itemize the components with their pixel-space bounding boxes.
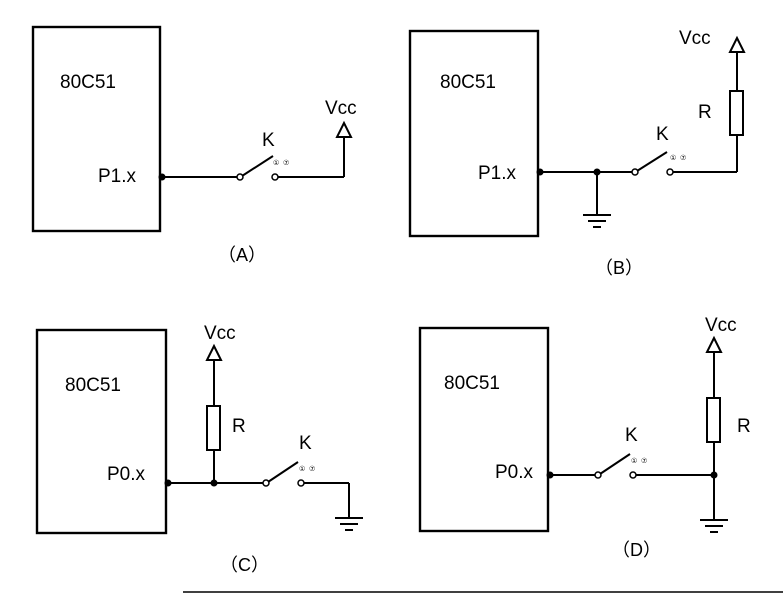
panel-b: 80C51 P1.x R K ① ⑦ Vcc （B） <box>408 28 746 278</box>
panel-c: 80C51 P0.x R K ① ⑦ Vcc （C） <box>35 323 363 575</box>
resistor-label-b: R <box>698 102 712 123</box>
chip-box-d <box>418 326 550 533</box>
switch-label-d: K <box>625 425 638 446</box>
switch-symbol-b-2: ⑦ <box>680 154 686 162</box>
vcc-arrow-d <box>705 335 723 353</box>
switch-blade-c <box>267 461 299 483</box>
panel-d: 80C51 P0.x R K ① ⑦ Vcc （D） <box>418 315 751 560</box>
pin-label-a: P1.x <box>98 166 137 187</box>
switch-symbol-d-2: ⑦ <box>641 457 647 465</box>
switch-blade-d <box>599 453 631 475</box>
vcc-arrow-b <box>728 35 746 53</box>
switch-symbol-c-2: ⑦ <box>309 465 315 473</box>
switch-contact-b-right <box>666 168 674 176</box>
pin-label-d: P0.x <box>495 462 534 483</box>
switch-contact-a-right <box>271 173 279 181</box>
vcc-arrow-c <box>205 343 223 361</box>
switch-symbol-c-1: ① <box>299 465 305 473</box>
switch-symbol-a-1: ① <box>273 159 279 167</box>
switch-contact-b-left <box>631 168 639 176</box>
supply-label-a: Vcc <box>325 98 357 119</box>
resistor-label-d: R <box>737 416 751 437</box>
switch-label-a: K <box>262 130 275 151</box>
chip-box-a <box>31 25 162 233</box>
caption-d: （D） <box>612 540 661 560</box>
caption-b: （B） <box>595 258 643 278</box>
switch-contact-d-right <box>629 471 637 479</box>
chip-label-b: 80C51 <box>440 72 496 93</box>
supply-label-c: Vcc <box>204 323 236 344</box>
resistor-label-c: R <box>232 416 246 437</box>
chip-box-b <box>408 29 540 238</box>
switch-blade-b <box>636 151 668 172</box>
caption-c: （C） <box>220 555 269 575</box>
switch-contact-d-left <box>594 471 602 479</box>
chip-label-d: 80C51 <box>444 373 500 394</box>
switch-symbol-d-1: ① <box>631 457 637 465</box>
switch-contact-c-left <box>262 479 270 487</box>
caption-a: （A） <box>218 245 266 265</box>
chip-label-c: 80C51 <box>65 375 121 396</box>
supply-label-b: Vcc <box>679 28 711 49</box>
switch-blade-a <box>241 155 274 177</box>
resistor-b <box>729 90 744 136</box>
resistor-d <box>706 397 721 443</box>
supply-label-d: Vcc <box>705 315 737 336</box>
chip-label-a: 80C51 <box>60 72 116 93</box>
switch-label-c: K <box>299 433 312 454</box>
switch-symbol-a-2: ⑦ <box>283 159 289 167</box>
switch-symbol-b-1: ① <box>670 154 676 162</box>
panel-a: 80C51 P1.x K ① ⑦ Vcc （A） <box>31 25 357 265</box>
vcc-arrow-a <box>335 120 353 138</box>
pin-label-b: P1.x <box>478 163 517 184</box>
switch-contact-c-right <box>297 479 305 487</box>
switch-label-b: K <box>656 124 669 145</box>
chip-box-c <box>35 328 168 535</box>
resistor-c <box>206 405 221 451</box>
pin-label-c: P0.x <box>107 464 146 485</box>
switch-contact-a-left <box>236 173 244 181</box>
